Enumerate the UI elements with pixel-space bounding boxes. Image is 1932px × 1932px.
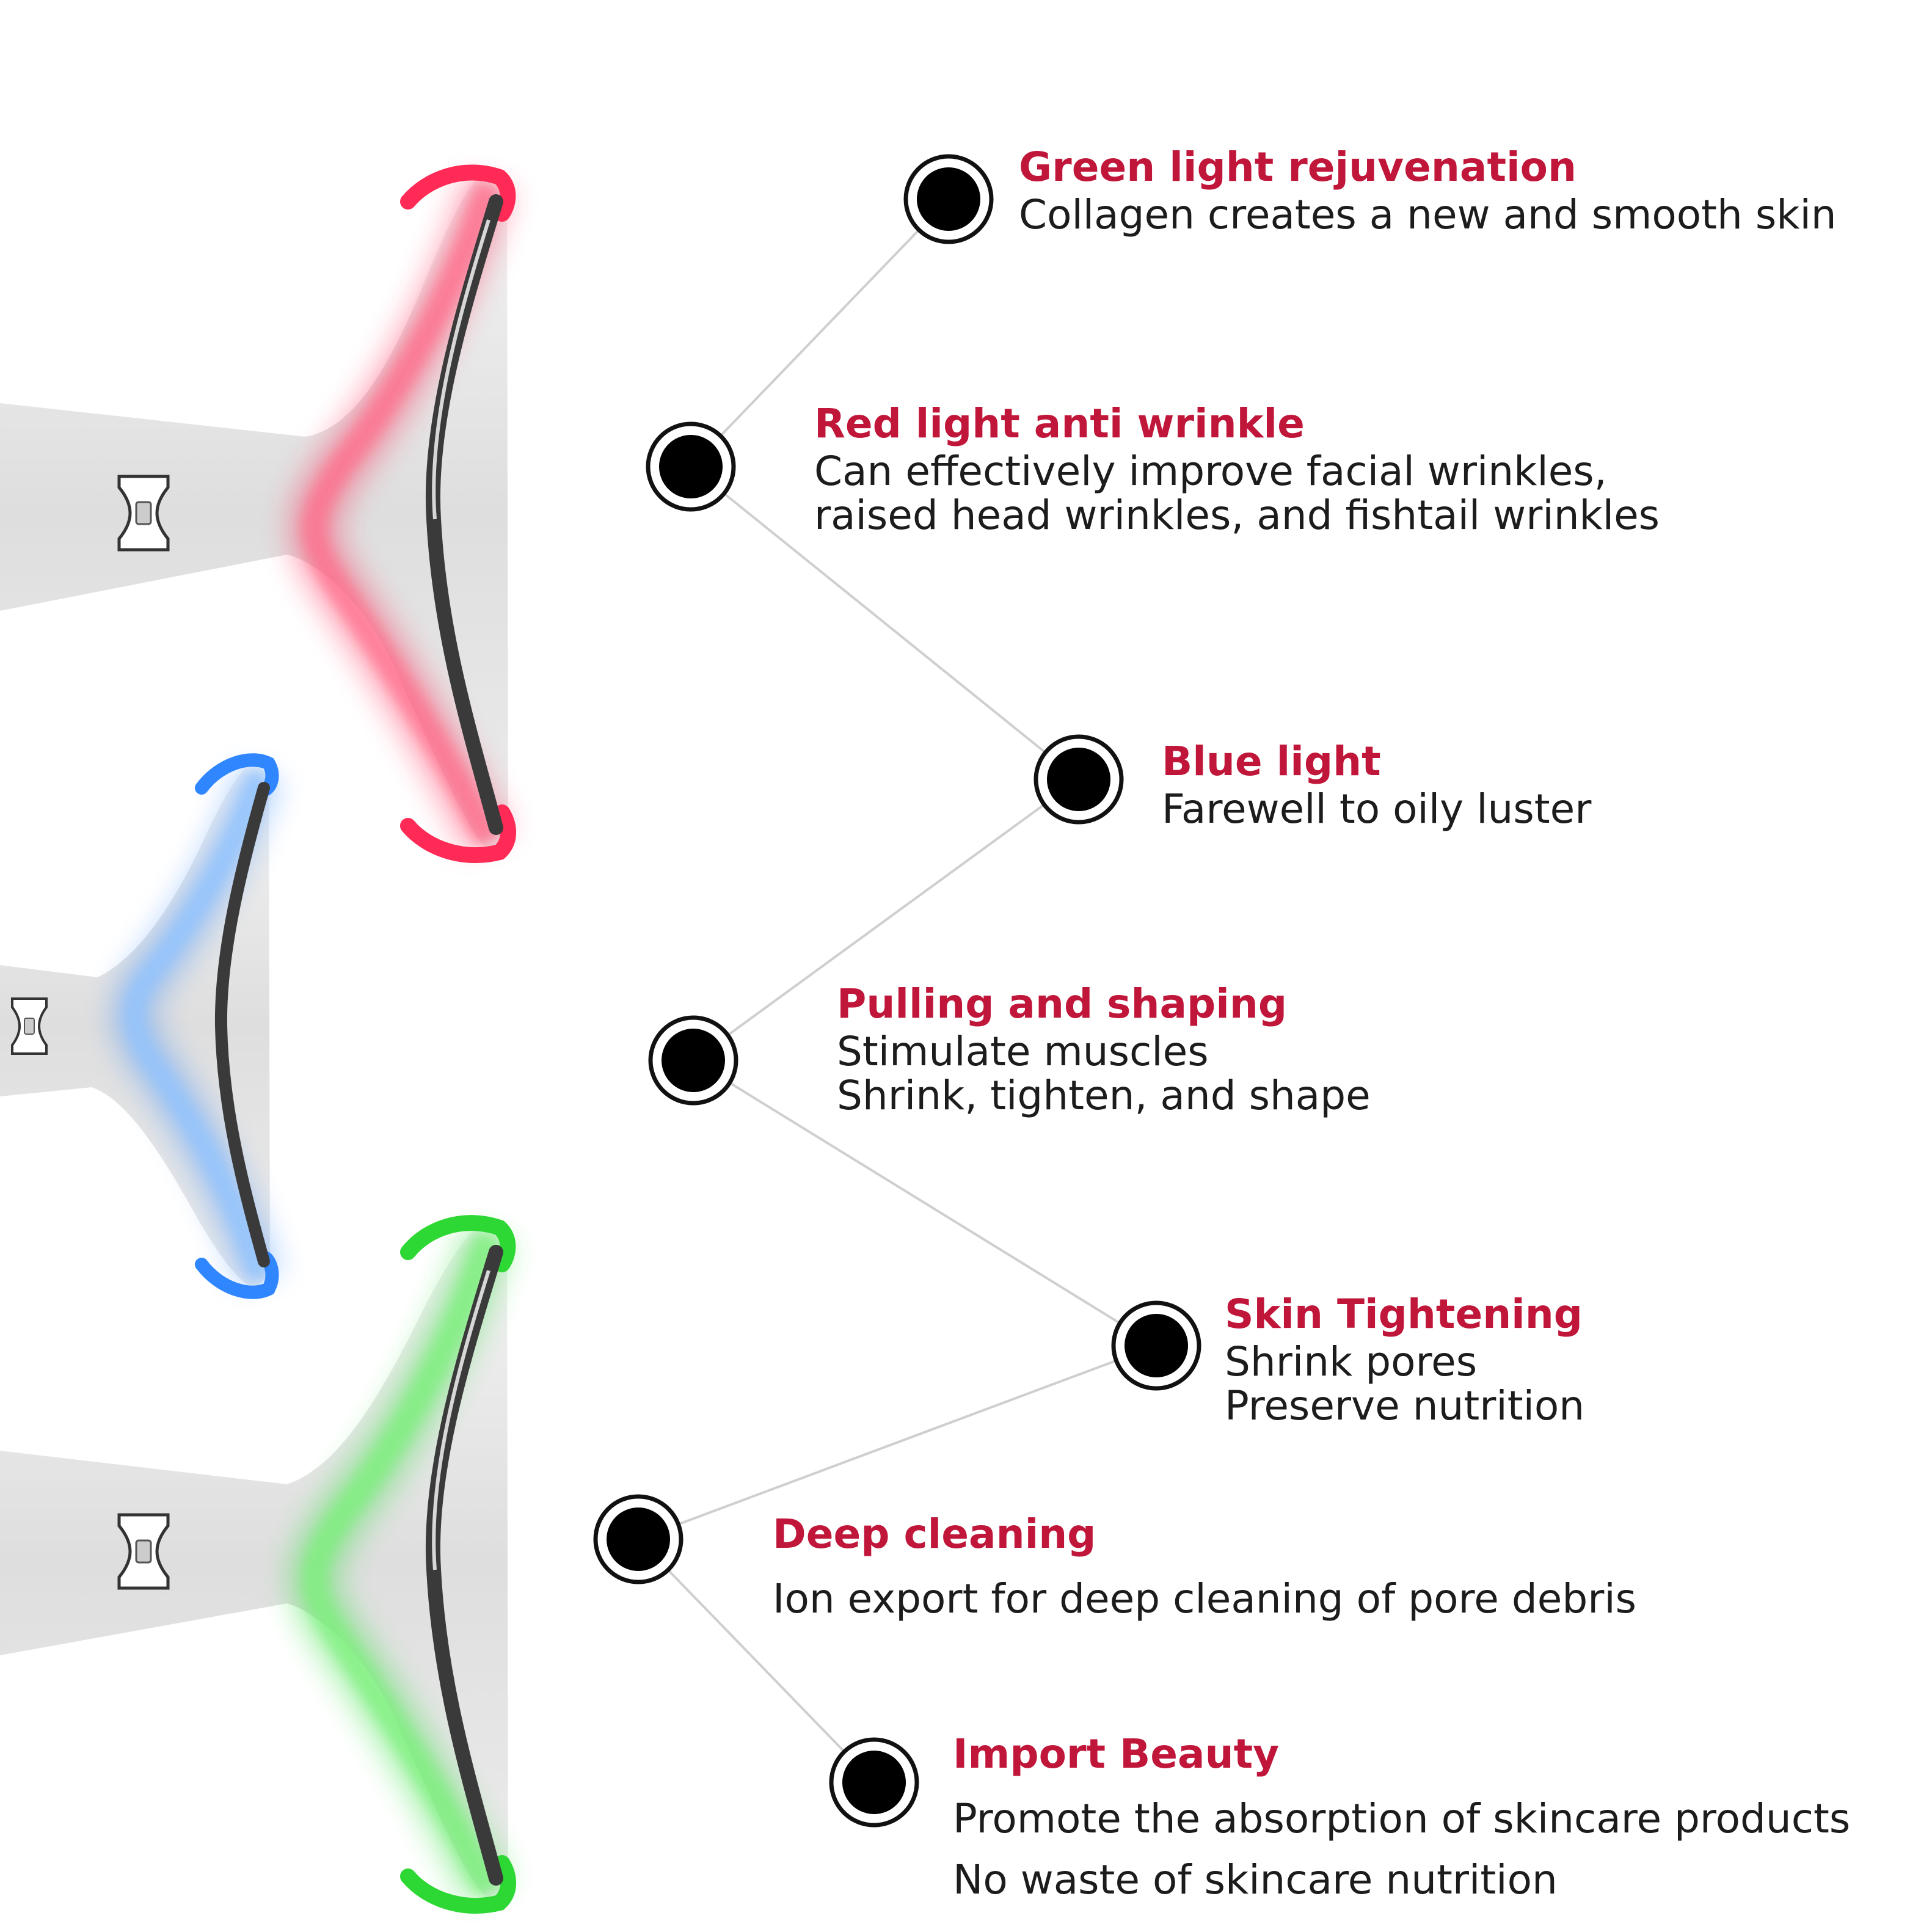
feature-pulling-and-shaping: Pulling and shaping Stimulate muscles Sh… (837, 979, 1371, 1118)
feature-red-light-anti-wrinkle: Red light anti wrinkle Can effectively i… (814, 398, 1660, 538)
glow-inner (123, 769, 271, 1283)
feature-description: No waste of skincare nutrition (953, 1856, 1558, 1903)
bullet-marker (1033, 734, 1124, 825)
feature-title: Skin Tightening (1225, 1291, 1583, 1338)
device-body (0, 170, 508, 854)
bullet-marker (593, 1494, 683, 1584)
bullet-marker (646, 421, 736, 512)
bullet-marker (1111, 1300, 1201, 1391)
feature-title: Green light rejuvenation (1019, 144, 1577, 191)
bullet-marker (903, 154, 994, 244)
bullet-markers (593, 154, 1201, 1828)
feature-description: Promote the absorption of skincare produ… (953, 1795, 1851, 1842)
feature-deep-cleaning: Deep cleaning Ion export for deep cleani… (773, 1509, 1636, 1621)
glow-rim (195, 753, 279, 1299)
metal-highlight (432, 219, 490, 520)
connector-line (692, 778, 1080, 1062)
device-blue-light (0, 753, 283, 1299)
glow-inner (302, 1230, 501, 1898)
device-body (0, 1220, 508, 1903)
glow-rim (400, 1215, 517, 1914)
feature-description: Preserve nutrition (1225, 1382, 1585, 1429)
power-button-icon[interactable] (11, 997, 48, 1055)
feature-description: raised head wrinkles, and fishtail wrink… (814, 492, 1660, 539)
feature-title: Blue light (1162, 738, 1381, 785)
feature-skin-tightening: Skin Tightening Shrink pores Preserve nu… (1225, 1289, 1584, 1428)
device-red-light (0, 164, 517, 863)
power-button-icon[interactable] (117, 475, 170, 552)
connector-lines (637, 198, 1157, 1784)
feature-description: Can effectively improve facial wrinkles, (814, 448, 1607, 495)
feature-title: Deep cleaning (773, 1511, 1096, 1558)
device-green-light (0, 1215, 517, 1914)
feature-description: Stimulate muscles (837, 1028, 1209, 1075)
connector-line (637, 1538, 875, 1784)
feature-description: Shrink, tighten, and shape (837, 1072, 1371, 1119)
feature-description: Collagen creates a new and smooth skin (1019, 191, 1837, 238)
feature-title: Import Beauty (953, 1730, 1280, 1777)
glow-rim (400, 164, 517, 863)
feature-description: Farewell to oily luster (1162, 786, 1592, 833)
feature-title: Red light anti wrinkle (814, 400, 1305, 447)
connector-line (638, 1344, 1157, 1540)
feature-import-beauty: Import Beauty Promote the absorption of … (953, 1729, 1850, 1902)
connector-line (690, 465, 1080, 781)
metal-edge (214, 782, 270, 1267)
bullet-marker (648, 1015, 738, 1106)
feature-title: Pulling and shaping (837, 980, 1288, 1027)
feature-blue-light: Blue light Farewell to oily luster (1162, 736, 1591, 831)
feature-description: Ion export for deep cleaning of pore deb… (773, 1575, 1637, 1622)
glow-inner (302, 180, 501, 847)
feature-description: Shrink pores (1225, 1338, 1478, 1385)
feature-green-light-rejuvenation: Green light rejuvenation Collagen create… (1019, 142, 1837, 237)
metal-highlight (432, 1270, 490, 1570)
connector-line (692, 1059, 1157, 1347)
bullet-marker (829, 1737, 919, 1828)
connector-line (690, 198, 950, 468)
power-button-icon[interactable] (117, 1513, 170, 1590)
